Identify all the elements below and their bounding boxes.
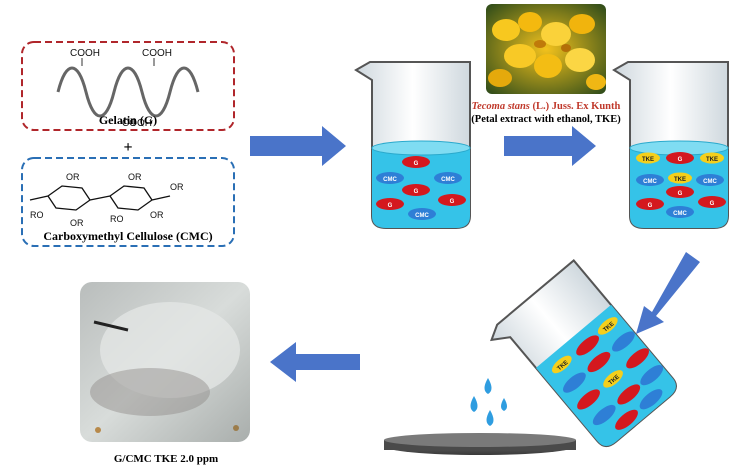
tecoma-flower-photo <box>486 4 606 94</box>
cooh-bottom: COOH <box>122 118 152 129</box>
cmc-ro-2: RO <box>110 214 124 224</box>
species-name: Tecoma stans <box>472 101 530 112</box>
svg-text:CMC: CMC <box>383 177 397 183</box>
gelatin-panel: COOH COOH COOH Gelatin (G) <box>21 41 235 131</box>
beaker3-pills: TKE TKE TKE <box>551 317 664 430</box>
arrow-4-left <box>270 342 360 382</box>
svg-text:CMC: CMC <box>643 179 657 185</box>
droplets <box>470 378 507 426</box>
svg-text:TKE: TKE <box>706 157 718 163</box>
cooh-right: COOH <box>142 48 172 59</box>
svg-text:TKE: TKE <box>642 157 654 163</box>
svg-text:G: G <box>414 161 419 167</box>
arrow-1 <box>250 126 346 166</box>
gelatin-chain <box>56 66 200 118</box>
beaker1-pills: G CMC G CMC G CMC G <box>376 156 466 220</box>
cmc-or-4: OR <box>150 210 164 220</box>
petri-dish <box>384 433 576 455</box>
svg-text:G: G <box>648 203 653 209</box>
cmc-label: Carboxymethyl Cellulose (CMC) <box>43 229 212 243</box>
svg-text:G: G <box>678 191 683 197</box>
extract-caption: (Petal extract with ethanol, TKE) <box>471 114 621 125</box>
svg-text:TKE: TKE <box>674 177 686 183</box>
film-photo <box>80 282 250 442</box>
svg-text:G: G <box>710 201 715 207</box>
svg-text:CMC: CMC <box>415 213 429 219</box>
cmc-panel: OR RO OR OR RO OR OR Carboxymethyl Cellu… <box>21 157 235 247</box>
film-caption: G/CMC TKE 2.0 ppm <box>114 453 218 465</box>
svg-text:G: G <box>450 199 455 205</box>
extract-species-line: Tecoma stans (L.) Juss. Ex Kunth <box>472 101 621 112</box>
cooh-left: COOH <box>70 48 100 59</box>
cmc-ro-1: RO <box>30 210 44 220</box>
cmc-or-5: OR <box>170 182 184 192</box>
cmc-border <box>21 157 235 247</box>
svg-text:G: G <box>678 157 683 163</box>
beaker2-pills: TKE G TKE CMC TKE CMC G G CMC G <box>636 152 726 218</box>
svg-text:CMC: CMC <box>673 211 687 217</box>
beaker-with-extract: TKE G TKE CMC TKE CMC G G CMC G <box>612 61 729 229</box>
svg-text:G: G <box>388 203 393 209</box>
beaker-pouring: TKE TKE TKE <box>490 259 677 448</box>
svg-text:CMC: CMC <box>441 177 455 183</box>
gelatin-border <box>21 41 235 131</box>
arrow-2 <box>504 126 596 166</box>
species-authority: (L.) Juss. Ex Kunth <box>530 101 621 112</box>
cmc-or-2: OR <box>70 218 84 228</box>
cmc-or-1: OR <box>66 172 80 182</box>
svg-text:CMC: CMC <box>703 179 717 185</box>
plus-sign: + <box>123 139 132 156</box>
svg-text:G: G <box>414 189 419 195</box>
gelatin-label: Gelatin (G) <box>99 113 157 127</box>
arrow-3-diagonal <box>636 252 700 334</box>
beaker-mix: G CMC G CMC G CMC G <box>354 61 471 229</box>
cmc-or-3: OR <box>128 172 142 182</box>
